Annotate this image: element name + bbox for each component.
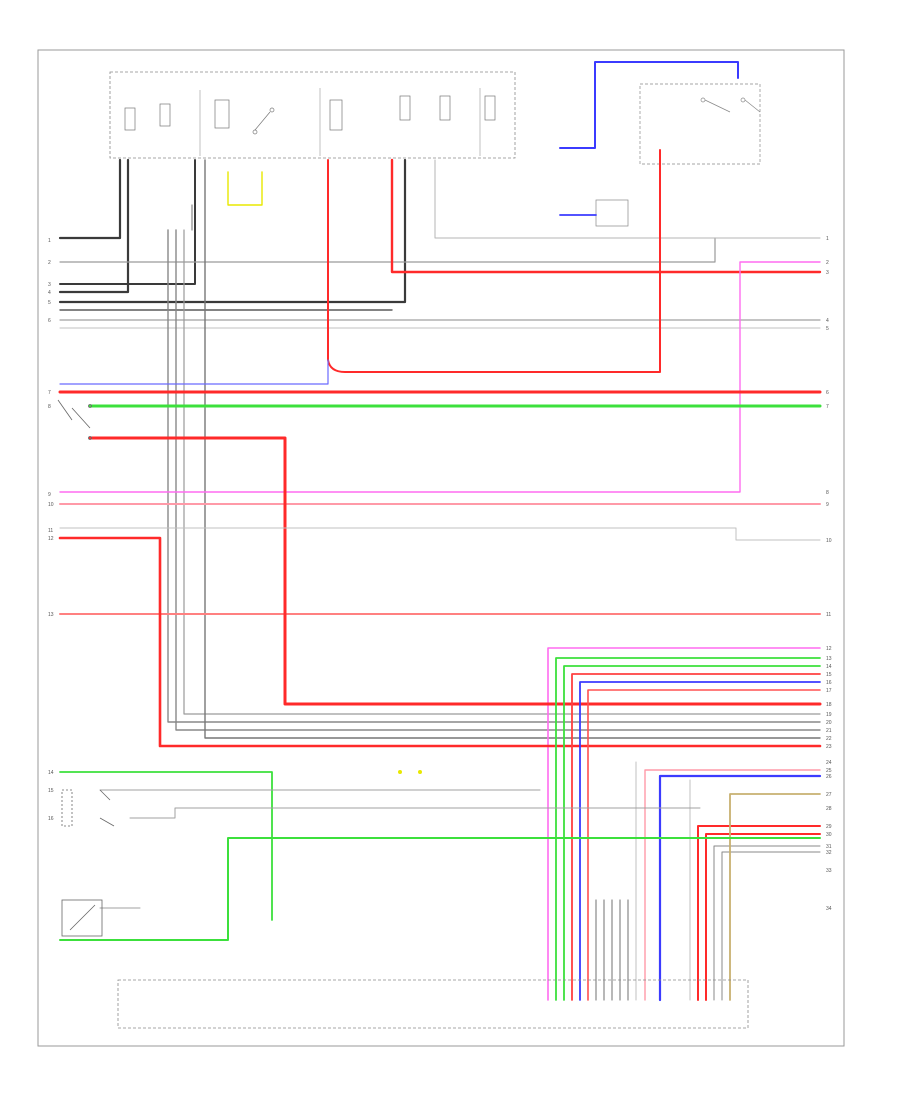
right-pin-number: 9	[826, 502, 829, 508]
right-pin-number: 4	[826, 318, 829, 324]
wires	[58, 61, 822, 1002]
diagram-frame	[37, 49, 845, 1047]
left-pin-number: 7	[48, 390, 51, 396]
left-pin-number: 14	[48, 770, 54, 776]
right-pin-number: 33	[826, 868, 832, 874]
right-pin-number: 29	[826, 824, 832, 830]
left-pin-number: 3	[48, 282, 51, 288]
right-pin-number: 3	[826, 270, 829, 276]
right-pin-labels: 1234567891011121314151617181920212223242…	[826, 236, 832, 912]
left-pin-number: 12	[48, 536, 54, 542]
right-pin-number: 27	[826, 792, 832, 798]
right-pin-number: 16	[826, 680, 832, 686]
right-pin-number: 21	[826, 728, 832, 734]
right-pin-number: 26	[826, 774, 832, 780]
right-pin-number: 10	[826, 538, 832, 544]
left-pin-number: 13	[48, 612, 54, 618]
right-pin-number: 11	[826, 612, 831, 618]
right-pin-number: 31	[826, 844, 832, 850]
bottom-connector	[117, 979, 749, 1029]
left-pin-number: 16	[48, 816, 54, 822]
right-pin-number: 8	[826, 490, 829, 496]
relay-component-top-right	[595, 83, 761, 227]
left-pin-number: 4	[48, 290, 51, 296]
left-pin-number: 15	[48, 788, 54, 794]
switch-left-lower	[61, 789, 115, 937]
right-pin-number: 34	[826, 906, 832, 912]
junction-box-top	[109, 71, 516, 159]
right-pin-number: 20	[826, 720, 832, 726]
right-pin-number: 7	[826, 404, 829, 410]
left-pin-number: 1	[48, 238, 51, 244]
right-pin-number: 6	[826, 390, 829, 396]
left-pin-number: 9	[48, 492, 51, 498]
right-pin-number: 5	[826, 326, 829, 332]
left-pin-number: 8	[48, 404, 51, 410]
right-pin-number: 1	[826, 236, 829, 242]
right-pin-number: 2	[826, 260, 829, 266]
left-pin-number: 10	[48, 502, 54, 508]
switch-left-headlight	[57, 399, 92, 440]
markers	[398, 770, 422, 774]
left-pin-number: 6	[48, 318, 51, 324]
right-pin-number: 12	[826, 646, 832, 652]
right-pin-number: 24	[826, 760, 832, 766]
fuse-symbols	[124, 95, 496, 135]
right-pin-number: 32	[826, 850, 832, 856]
right-pin-number: 17	[826, 688, 832, 694]
left-pin-number: 11	[48, 528, 53, 534]
left-pin-number: 2	[48, 260, 51, 266]
right-pin-number: 18	[826, 702, 832, 708]
right-pin-number: 22	[826, 736, 832, 742]
right-pin-number: 28	[826, 806, 832, 812]
right-pin-number: 13	[826, 656, 832, 662]
right-pin-number: 30	[826, 832, 832, 838]
right-pin-number: 15	[826, 672, 832, 678]
right-pin-number: 25	[826, 768, 832, 774]
right-pin-number: 23	[826, 744, 832, 750]
right-pin-number: 14	[826, 664, 832, 670]
left-pin-number: 5	[48, 300, 51, 306]
right-pin-number: 19	[826, 712, 832, 718]
